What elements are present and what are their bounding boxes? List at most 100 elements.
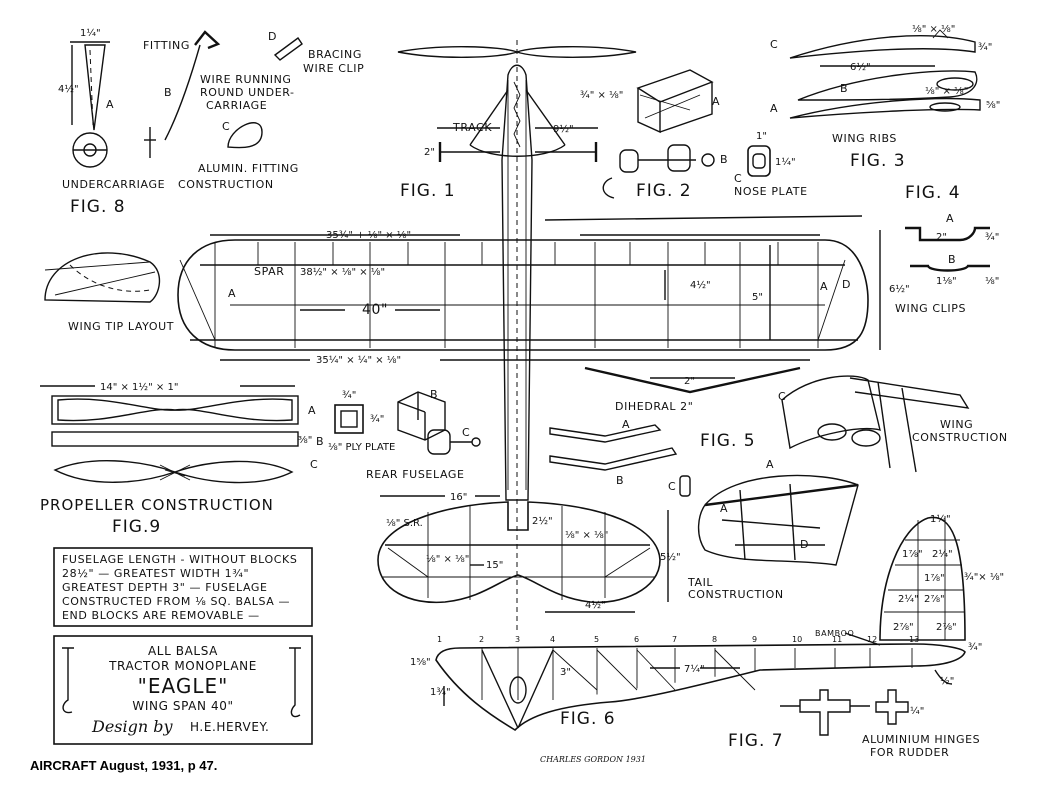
tail-dim-mid: ⅛" × ⅛" (565, 530, 608, 541)
fig8-wire-note-3: CARRIAGE (206, 99, 267, 112)
fig8-dim-top: 1¼" (80, 27, 101, 39)
fig2-label: FIG. 2 (636, 181, 692, 201)
station-label: 2 (479, 635, 484, 644)
fig2-nose-plate: NOSE PLATE (734, 185, 808, 198)
fig7-hinges-2: FOR RUDDER (870, 746, 949, 759)
tail-label-1: TAIL (687, 576, 713, 589)
rudder-outline (879, 516, 966, 641)
station-label: 8 (712, 635, 717, 644)
fig5-label: FIG. 5 (700, 431, 756, 451)
fig7-dim-3: 2¼" (932, 548, 953, 560)
tail-dim-bottom: 4½" (585, 599, 606, 611)
fig9-letter-b: B (316, 435, 324, 448)
tail-span: 16" (450, 492, 467, 503)
title-line-3: WING SPAN 40" (132, 699, 233, 713)
fig6-dim-tail: ¾" (968, 642, 982, 653)
nose-plate-icon (747, 145, 771, 177)
fig7-dim-8: 2⅞" (936, 622, 957, 633)
fig8-letter-c: C (222, 120, 230, 133)
fig3-dim-3: ⅛" × ⅛" (925, 86, 968, 97)
fig4-wing-clips: WING CLIPS (895, 302, 966, 315)
fig8-bracing-2: WIRE CLIP (303, 62, 364, 75)
brace-line (714, 649, 756, 691)
fig4-label: FIG. 4 (905, 183, 961, 203)
rear-dim-2: ¾" (370, 414, 384, 425)
wing-tip-layout: WING TIP LAYOUT (44, 252, 173, 333)
fig3-label: FIG. 3 (850, 151, 906, 171)
fig6-bamboo: BAMBOO (815, 629, 854, 638)
fig6-label: FIG. 6 (560, 709, 616, 729)
fig1-plan-view: TRACK 9½" 2" FIG. 1 35¾" + ⅛" × ⅛" (177, 40, 910, 630)
fig3-letter-a: A (770, 102, 778, 115)
tail-dim-top: 2½" (532, 515, 553, 527)
fig1-letter-a2: A (820, 280, 828, 293)
fig8-wire-note-1: WIRE RUNNING (200, 73, 292, 86)
fig5-letter-c: C (778, 390, 786, 403)
propeller-icon (397, 46, 637, 58)
fig7-dim-1: 1¼" (930, 513, 951, 525)
fig9-letter-a: A (308, 404, 316, 417)
station-label: 10 (792, 635, 802, 644)
notes-line-5: END BLOCKS ARE REMOVABLE — (62, 609, 260, 622)
fig1-spar: SPAR (254, 265, 284, 278)
fig2-letter-c: C (734, 172, 742, 185)
rear-letter-c: C (462, 426, 470, 439)
fig5-wing-construction-2: CONSTRUCTION (912, 431, 1008, 444)
fig9-dim-b: ⅜" (298, 435, 312, 446)
fig1-wheel-dim: 2" (424, 147, 435, 158)
fig2-dim: ¾" × ⅛" (580, 90, 623, 101)
fig1-rib-spacing: 4½" (690, 279, 711, 291)
station-label: 6 (634, 635, 639, 644)
title-name: "EAGLE" (138, 674, 229, 698)
fig8-letter-b: B (164, 86, 172, 99)
fig8-letter-d: D (268, 30, 277, 43)
fig9-propeller: 14" × 1½" × 1" A ⅜" B C PROPELLER CONSTR… (40, 381, 324, 537)
fig8-caption-1: UNDERCARRIAGE (62, 178, 165, 191)
source-caption: AIRCRAFT August, 1931, p 47. (30, 758, 217, 773)
fig1-letter-d: D (842, 278, 851, 291)
fig8-dim-side: 4½" (58, 83, 79, 95)
fig3-wing-ribs: ⅛" × ⅛" C 6½" ¾" B ⅛" × ⅛" A ⅝" WING RIB… (770, 24, 1000, 171)
station-label: 5 (594, 635, 599, 644)
rear-dim-1: ¾" (342, 390, 356, 401)
tail-label-2: CONSTRUCTION (688, 588, 784, 601)
tail-letter-c: C (668, 480, 676, 493)
notes-line-4: CONSTRUCTED FROM ⅛ SQ. BALSA — (62, 595, 290, 608)
station-label: 13 (909, 635, 919, 644)
hinge-icon (799, 689, 851, 736)
fig9-letter-c: C (310, 458, 318, 471)
title-line-2: TRACTOR MONOPLANE (108, 659, 257, 673)
fig4-wing-clips: FIG. 4 A 2" ¾" B 1⅛" ⅛" WING CLIPS (895, 183, 999, 315)
fig2-nose-w: 1" (756, 131, 767, 142)
station-label: 9 (752, 635, 757, 644)
fig8-fitting: FITTING (143, 39, 190, 52)
station-label: 1 (437, 635, 442, 644)
fig8-letter-a: A (106, 98, 114, 111)
fig7-dim-7: 2⅞" (893, 622, 914, 633)
fig7-dim-2: 1⅞" (902, 549, 923, 560)
tail-dim-sp: ⅛" S.R. (386, 518, 423, 529)
tail-dim-chord: 5½" (660, 551, 681, 563)
fig3-dim-2: 6½" (850, 61, 871, 73)
fig3-dim-1: ⅛" × ⅛" (912, 24, 955, 35)
tail-letter-a: A (766, 458, 774, 471)
station-label: 3 (515, 635, 520, 644)
fig4-dim-h2: ⅛" (985, 276, 999, 287)
fig4-letter-a: A (946, 212, 954, 225)
fig9-top-dim: 14" × 1½" × 1" (100, 381, 178, 393)
fig2-letter-b: B (720, 153, 728, 166)
fig7-dim-side: ¾"× ⅛" (964, 572, 1004, 583)
fig9-label: FIG.9 (112, 517, 161, 537)
fig7-dim-5: 2¼" (898, 593, 919, 605)
tail-construction: C A A D TAIL CONSTRUCTION (668, 458, 859, 601)
fig6-dim-side: 1¾" (430, 687, 451, 698)
fig5-letter-a: A (622, 418, 630, 431)
station-label: 7 (672, 635, 677, 644)
fig2-letter-a: A (712, 95, 720, 108)
fig4-dim-a: 2" (936, 232, 947, 243)
title-block: ALL BALSA TRACTOR MONOPLANE "EAGLE" WING… (53, 635, 313, 745)
brace-line (552, 649, 598, 691)
fig1-depth: 6½" (889, 283, 910, 295)
rear-letter-b: B (430, 388, 438, 401)
